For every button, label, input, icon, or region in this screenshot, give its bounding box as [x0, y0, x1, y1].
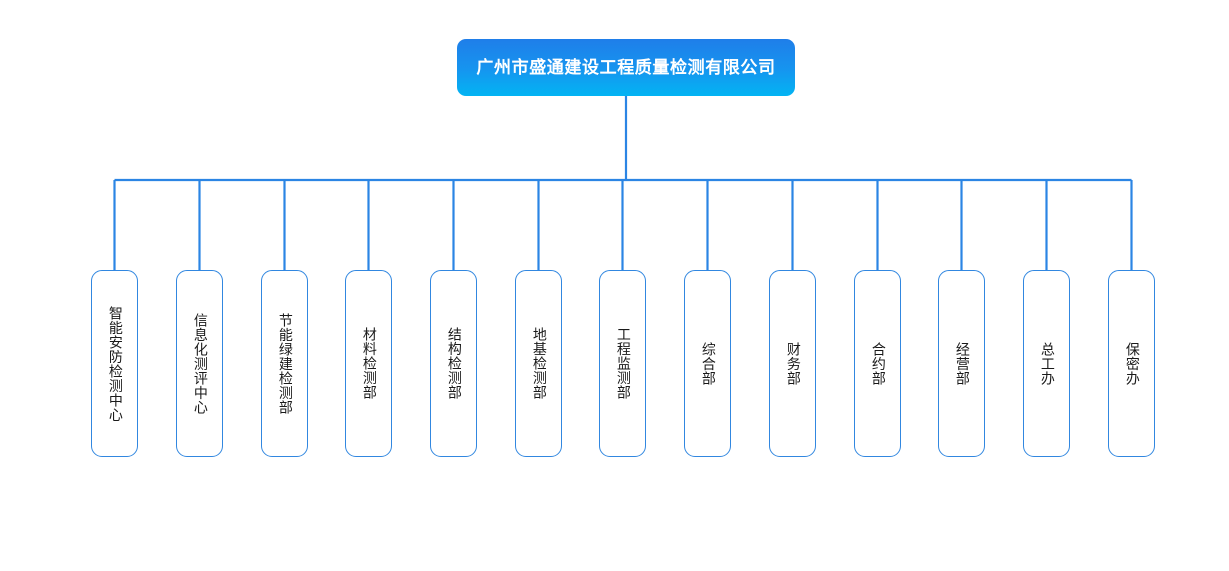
department-node-label: 合约部 — [869, 341, 886, 386]
root-node-company[interactable]: 广州市盛通建设工程质量检测有限公司 — [457, 39, 795, 96]
department-node-label: 材料检测部 — [360, 327, 377, 400]
department-node[interactable]: 财务部 — [769, 270, 816, 457]
department-node[interactable]: 经营部 — [938, 270, 985, 457]
department-node[interactable]: 保密办 — [1108, 270, 1155, 457]
department-node-label: 总工办 — [1038, 341, 1055, 386]
department-node[interactable]: 材料检测部 — [345, 270, 392, 457]
root-node-label: 广州市盛通建设工程质量检测有限公司 — [476, 58, 776, 77]
department-node[interactable]: 总工办 — [1023, 270, 1070, 457]
department-node[interactable]: 节能绿建检测部 — [261, 270, 308, 457]
department-node-label: 信息化测评中心 — [191, 312, 208, 415]
department-node-label: 结构检测部 — [445, 327, 462, 400]
department-node-label: 地基检测部 — [530, 327, 547, 400]
department-node-label: 智能安防检测中心 — [106, 305, 123, 422]
department-node[interactable]: 地基检测部 — [515, 270, 562, 457]
department-node-label: 财务部 — [784, 341, 801, 386]
department-node-label: 综合部 — [699, 341, 716, 386]
department-node-label: 节能绿建检测部 — [276, 312, 293, 415]
department-node[interactable]: 信息化测评中心 — [176, 270, 223, 457]
department-node[interactable]: 合约部 — [854, 270, 901, 457]
department-node-label: 经营部 — [953, 341, 970, 386]
department-node-label: 保密办 — [1123, 341, 1140, 386]
department-node[interactable]: 结构检测部 — [430, 270, 477, 457]
department-node-label: 工程监测部 — [614, 327, 631, 400]
department-node[interactable]: 工程监测部 — [599, 270, 646, 457]
department-node[interactable]: 智能安防检测中心 — [91, 270, 138, 457]
department-node[interactable]: 综合部 — [684, 270, 731, 457]
